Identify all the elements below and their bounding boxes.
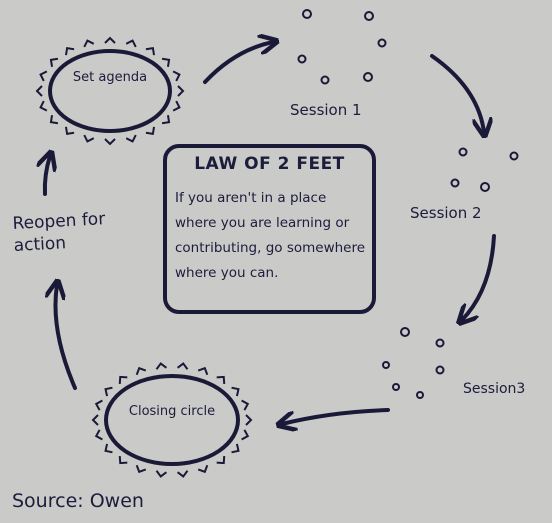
participant-mark	[231, 443, 240, 454]
arrow-session1-to-session2	[430, 54, 484, 132]
participant-mark	[83, 134, 95, 143]
set-agenda-label: Set agenda	[72, 70, 148, 85]
participant-mark	[155, 470, 168, 478]
participant-mark	[118, 375, 128, 385]
session3-participants	[382, 327, 445, 399]
participant-mark	[83, 39, 95, 48]
participant-mark	[104, 36, 116, 44]
session3-label: Session3	[463, 381, 526, 397]
participant-mark	[94, 399, 103, 411]
participant-mark	[125, 134, 137, 143]
participant-mark	[104, 138, 116, 146]
participant-mark	[161, 57, 171, 67]
participant-mark	[245, 414, 253, 426]
session2-label: Session 2	[410, 204, 482, 222]
participant-mark	[197, 464, 209, 474]
participant-mark	[216, 375, 226, 385]
participant-mark	[216, 455, 226, 465]
participant-mark	[104, 443, 113, 454]
participant-mark	[49, 115, 59, 125]
participant-mark	[118, 455, 128, 465]
participant-mark	[94, 429, 103, 441]
law-body: If you aren't in a place where you are l…	[175, 190, 366, 281]
closing-circle-label: Closing circle	[128, 404, 216, 419]
participant-mark	[161, 115, 171, 125]
participant-mark	[155, 362, 168, 370]
law-title: LAW OF 2 FEET	[194, 154, 345, 174]
set-agenda-circle	[35, 36, 185, 146]
session2-participants	[450, 147, 519, 192]
participant-mark	[145, 126, 156, 136]
participant-mark	[64, 46, 75, 56]
participant-mark	[135, 464, 147, 474]
closing-circle	[91, 362, 253, 478]
arrow-reopen-to-agenda	[45, 156, 50, 196]
participant-mark	[35, 85, 43, 97]
participant-mark	[241, 429, 250, 441]
participant-mark	[176, 362, 189, 370]
participant-mark	[135, 366, 147, 376]
participant-mark	[145, 46, 156, 56]
participant-mark	[104, 386, 113, 397]
participant-mark	[91, 414, 99, 426]
arrow-session3-to-closing	[282, 408, 390, 424]
reopen-label: Reopen for action	[12, 209, 106, 256]
participant-mark	[49, 57, 59, 67]
source-caption: Source: Owen	[12, 490, 144, 512]
participant-mark	[64, 126, 75, 136]
participant-mark	[172, 100, 181, 112]
participant-mark	[39, 100, 48, 112]
arrow-agenda-to-session1	[203, 42, 273, 84]
participant-mark	[197, 366, 209, 376]
participant-mark	[172, 70, 181, 82]
participant-mark	[176, 470, 189, 478]
session1-label: Session 1	[290, 101, 362, 119]
participant-mark	[241, 399, 250, 411]
participant-mark	[39, 70, 48, 82]
participant-mark	[231, 386, 240, 397]
participant-mark	[125, 39, 137, 48]
arrow-closing-to-reopen	[55, 285, 77, 390]
law-of-two-feet-box: LAW OF 2 FEET If you aren't in a place w…	[163, 144, 376, 314]
session1-participants	[297, 9, 387, 85]
participant-mark	[177, 85, 185, 97]
arrow-session2-to-session3	[462, 234, 496, 320]
